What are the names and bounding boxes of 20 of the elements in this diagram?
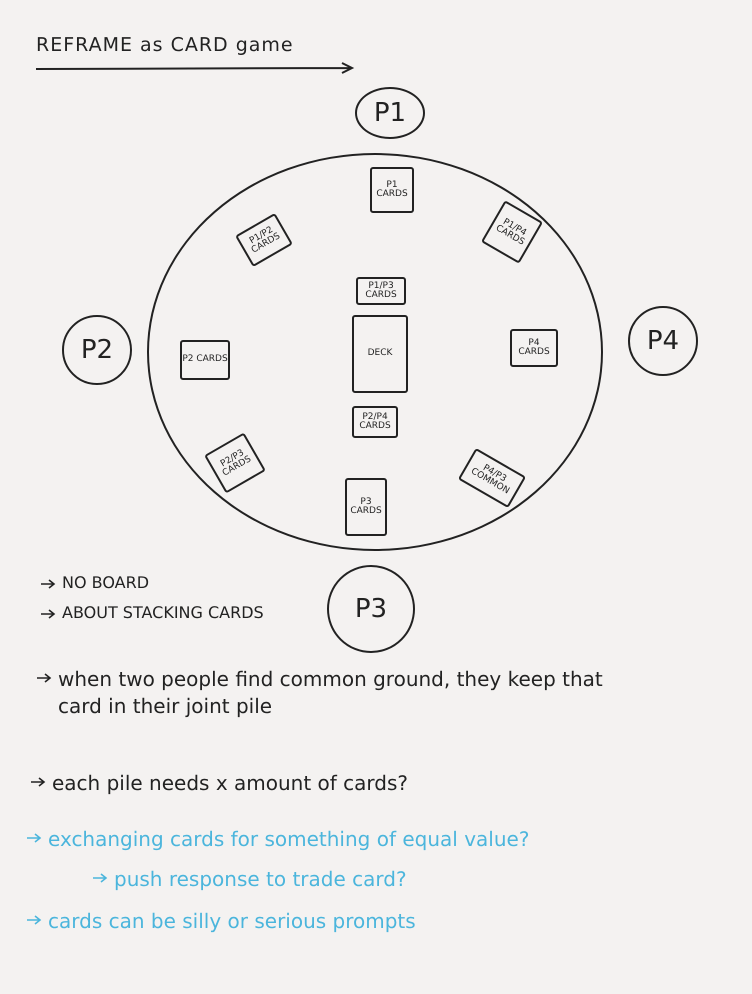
note-text: NO BOARD xyxy=(62,572,150,594)
player-circle: P1 xyxy=(355,87,425,139)
card: P2/P4 CARDS xyxy=(352,406,398,438)
card: P3 CARDS xyxy=(345,478,387,536)
note-text: cards can be silly or serious prompts xyxy=(48,908,416,935)
card: P1 CARDS xyxy=(370,167,414,213)
title: REFRAME as CARD game xyxy=(36,34,294,56)
note-text: each pile needs x amount of cards? xyxy=(52,770,408,797)
card: P4 CARDS xyxy=(510,329,558,367)
card: DECK xyxy=(352,315,408,393)
note-text: push response to trade card? xyxy=(114,866,407,893)
player-circle: P3 xyxy=(327,565,415,653)
player-circle: P2 xyxy=(62,315,132,385)
table-oval xyxy=(147,153,603,551)
card: P1/P3 CARDS xyxy=(356,277,406,305)
card: P2 CARDS xyxy=(180,340,230,380)
note-text: when two people find common ground, they keep that card in their joint pile xyxy=(58,666,604,720)
player-circle: P4 xyxy=(628,306,698,376)
note-text: exchanging cards for something of equal value? xyxy=(48,826,530,853)
note-text: ABOUT STACKING CARDS xyxy=(62,602,264,624)
